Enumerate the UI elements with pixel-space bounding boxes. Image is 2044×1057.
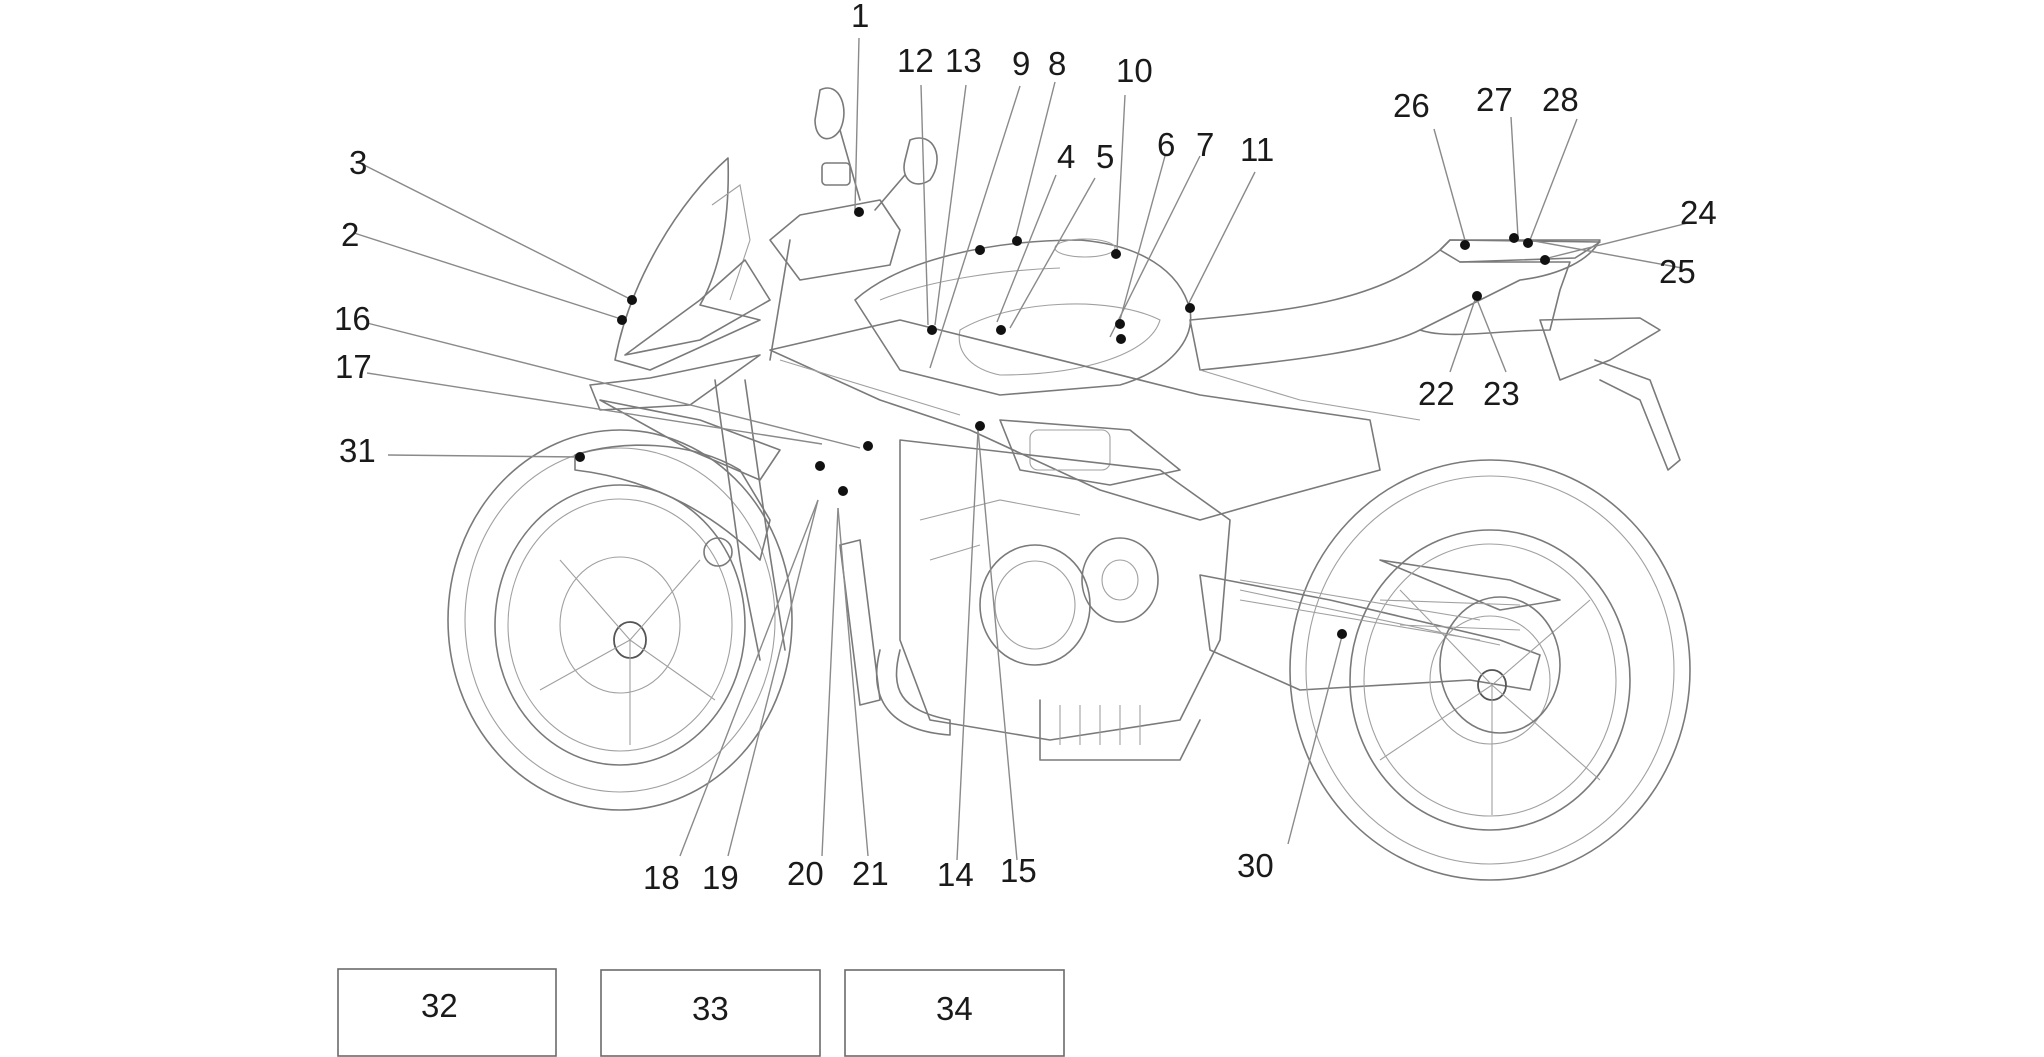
engine xyxy=(839,439,1231,761)
front-wheel xyxy=(447,429,793,811)
handlebar-mirrors xyxy=(769,87,938,361)
box-33: 33 xyxy=(600,969,821,1057)
motorcycle-drawing xyxy=(447,87,1691,881)
callout-5: 5 xyxy=(1096,138,1114,175)
callout-10: 10 xyxy=(1116,52,1153,89)
callout-7: 7 xyxy=(1196,126,1214,163)
front-fairing xyxy=(589,157,781,481)
callout-21: 21 xyxy=(852,855,889,892)
box-32: 32 xyxy=(337,968,557,1057)
box-33-label: 33 xyxy=(692,990,729,1027)
callout-28: 28 xyxy=(1542,81,1579,118)
callout-25: 25 xyxy=(1659,253,1696,290)
seat-tail xyxy=(1189,239,1681,471)
callout-14: 14 xyxy=(937,856,974,893)
callout-4: 4 xyxy=(1057,138,1075,175)
leader-lines xyxy=(353,37,1693,861)
swingarm xyxy=(1199,559,1561,691)
box-34-label: 34 xyxy=(936,990,973,1027)
callout-23: 23 xyxy=(1483,375,1520,412)
callout-19: 19 xyxy=(702,859,739,896)
callout-18: 18 xyxy=(643,859,680,896)
callout-1: 1 xyxy=(851,0,869,34)
callout-9: 9 xyxy=(1012,45,1030,82)
callout-labels: 1 2 3 4 5 6 7 8 9 10 11 12 13 14 15 16 1… xyxy=(334,0,1717,896)
callout-20: 20 xyxy=(787,855,824,892)
callout-17: 17 xyxy=(335,348,372,385)
front-fork xyxy=(574,379,786,661)
callout-24: 24 xyxy=(1680,194,1717,231)
callout-12: 12 xyxy=(897,42,934,79)
callout-8: 8 xyxy=(1048,45,1066,82)
label-boxes: 32 33 34 xyxy=(337,968,1065,1057)
callout-16: 16 xyxy=(334,300,371,337)
frame xyxy=(769,319,1381,521)
callout-31: 31 xyxy=(339,432,376,469)
callout-30: 30 xyxy=(1237,847,1274,884)
box-32-label: 32 xyxy=(421,987,458,1024)
callout-13: 13 xyxy=(945,42,982,79)
callout-dots xyxy=(575,207,1550,639)
drive-chain xyxy=(1239,579,1481,641)
callout-15: 15 xyxy=(1000,852,1037,889)
box-34: 34 xyxy=(844,969,1065,1057)
callout-2: 2 xyxy=(341,216,359,253)
callout-6: 6 xyxy=(1157,126,1175,163)
callout-27: 27 xyxy=(1476,81,1513,118)
rear-wheel xyxy=(1289,459,1691,881)
callout-11: 11 xyxy=(1240,131,1274,168)
callout-22: 22 xyxy=(1418,375,1455,412)
callout-3: 3 xyxy=(349,144,367,181)
callout-26: 26 xyxy=(1393,87,1430,124)
fuel-tank xyxy=(854,238,1192,396)
